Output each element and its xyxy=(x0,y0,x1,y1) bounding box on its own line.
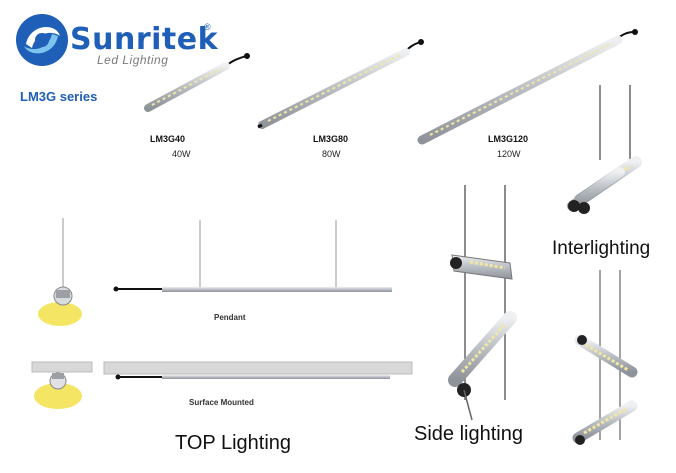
lm3g80-fixture-image xyxy=(257,39,424,129)
pendant-long-fixture-image xyxy=(113,220,392,292)
product-model-1: LM3G40 xyxy=(150,134,186,144)
brand-tagline: Led Lighting xyxy=(97,53,169,67)
top-lighting-title: TOP Lighting xyxy=(175,432,292,454)
product-power-3: 120W xyxy=(497,149,521,159)
lm3g40-fixture-image xyxy=(144,53,250,112)
sunritek-logo-icon xyxy=(16,14,68,66)
side-lighting-fixtures-image xyxy=(448,185,517,421)
surface-mounted-caption: Surface Mounted xyxy=(189,398,254,407)
brand-name: Sunritek xyxy=(70,22,219,57)
registered-mark: ® xyxy=(204,22,211,32)
product-model-3: LM3G120 xyxy=(488,134,529,144)
interlighting-fixtures-top-image xyxy=(567,85,642,214)
product-power-2: 80W xyxy=(322,149,341,159)
lm3g120-fixture-image xyxy=(417,29,638,145)
side-lighting-title: Side lighting xyxy=(414,423,523,445)
product-power-1: 40W xyxy=(172,149,191,159)
interlighting-title: Interlighting xyxy=(552,238,651,259)
surface-long-fixture-image xyxy=(103,361,413,380)
series-label: LM3G series xyxy=(20,89,98,104)
product-model-2: LM3G80 xyxy=(313,134,349,144)
interlighting-fixtures-bottom-image xyxy=(572,270,638,445)
pendant-cross-section-image xyxy=(38,218,82,326)
pendant-caption: Pendant xyxy=(214,313,246,322)
surface-cross-section-image xyxy=(31,361,93,409)
